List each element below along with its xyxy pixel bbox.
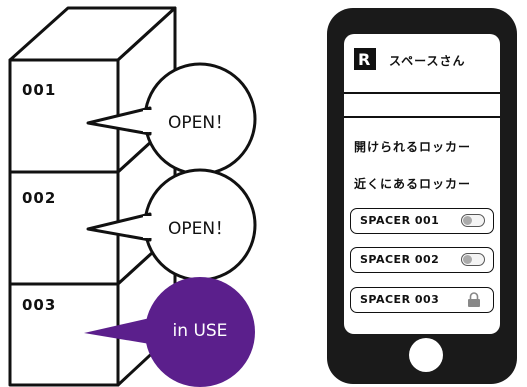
status-label-001: OPEN！ <box>167 113 233 133</box>
locker-stack-illustration <box>8 6 257 387</box>
header-divider <box>344 116 500 118</box>
open-bubble-001 <box>86 62 257 176</box>
locker-row-spacer-003[interactable]: SPACER 003 <box>350 287 494 313</box>
svg-text:R: R <box>358 50 370 69</box>
toggle-icon[interactable] <box>461 214 485 227</box>
locker-row-label: SPACER 001 <box>360 214 440 227</box>
lock-icon <box>468 292 480 307</box>
phone-mockup: R スペースさん 開けられるロッカー 近くにあるロッカー SPACER 001 … <box>327 8 517 384</box>
locker-row-spacer-002[interactable]: SPACER 002 <box>350 247 494 273</box>
logo-icon: R <box>354 48 376 70</box>
app-screen: R スペースさん 開けられるロッカー 近くにあるロッカー SPACER 001 … <box>344 34 500 334</box>
section-nearby-lockers[interactable]: 近くにあるロッカー <box>354 177 472 191</box>
locker-number-003: 003 <box>22 296 57 314</box>
locker-number-002: 002 <box>22 189 57 207</box>
home-button[interactable] <box>409 338 443 372</box>
status-label-002: OPEN！ <box>167 219 233 239</box>
app-title: スペースさん <box>389 54 466 68</box>
locker-row-spacer-001[interactable]: SPACER 001 <box>350 208 494 234</box>
locker-number-001: 001 <box>22 81 57 99</box>
toggle-knob <box>463 255 472 264</box>
open-bubble-002 <box>86 168 257 282</box>
toggle-icon[interactable] <box>461 253 485 266</box>
locker-row-label: SPACER 003 <box>360 293 440 306</box>
app-header: R スペースさん <box>344 34 500 94</box>
status-label-003: in USE <box>172 321 228 341</box>
locker-row-label: SPACER 002 <box>360 253 440 266</box>
in-use-bubble-003 <box>84 277 255 387</box>
toggle-knob <box>463 216 472 225</box>
section-openable-lockers[interactable]: 開けられるロッカー <box>354 140 472 154</box>
locker-001-door <box>8 58 120 174</box>
